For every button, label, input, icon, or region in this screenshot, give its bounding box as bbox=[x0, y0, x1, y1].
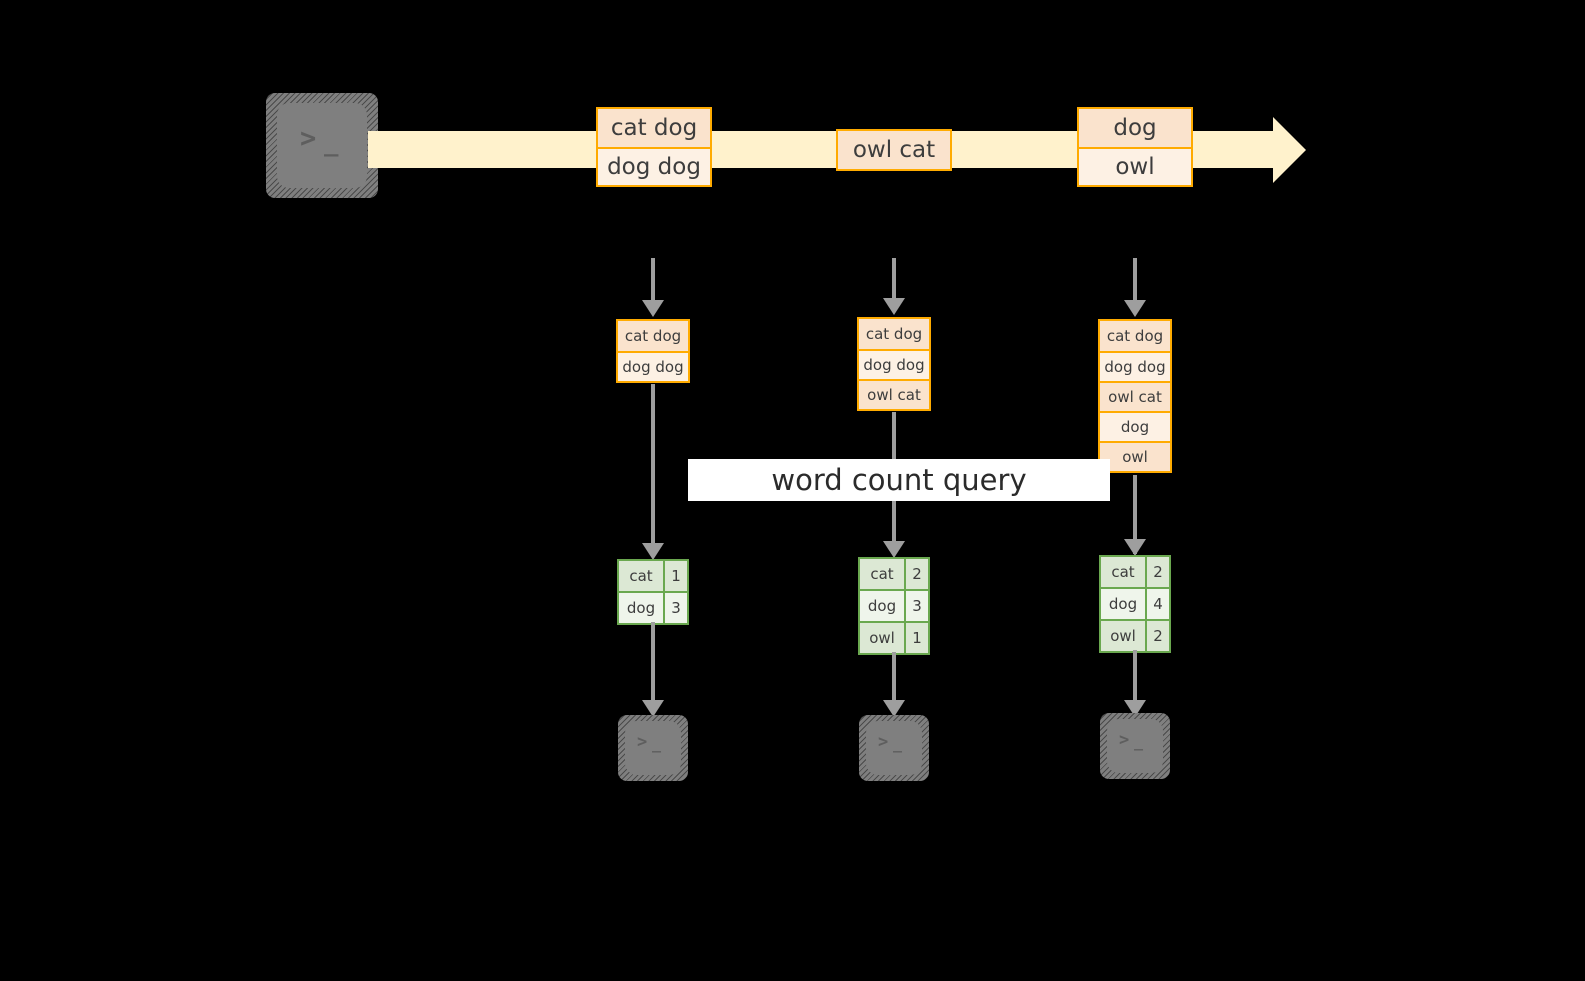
snapshot-to-result-arrowhead-1 bbox=[642, 543, 664, 560]
result-to-consumer-line-2 bbox=[892, 652, 896, 706]
terminal-face bbox=[625, 721, 681, 775]
result-count: 4 bbox=[1145, 589, 1169, 619]
snapshot-table-3[interactable]: cat dog dog dog owl cat dog owl bbox=[1098, 319, 1172, 473]
result-word: dog bbox=[860, 591, 904, 621]
consumer-terminal-icon-1: > _ bbox=[618, 715, 688, 781]
result-word: cat bbox=[860, 559, 904, 589]
table-row: owl 2 bbox=[1101, 619, 1169, 651]
snapshot-line: dog dog bbox=[859, 349, 929, 379]
result-count: 3 bbox=[663, 593, 687, 623]
result-count: 2 bbox=[904, 559, 928, 589]
terminal-cursor-glyph: _ bbox=[1134, 733, 1145, 751]
table-row: owl 1 bbox=[860, 621, 928, 653]
snapshot-line: cat dog bbox=[1100, 321, 1170, 351]
result-word: dog bbox=[1101, 589, 1145, 619]
result-word: cat bbox=[619, 561, 663, 591]
terminal-prompt-glyph: > bbox=[300, 123, 318, 154]
producer-terminal-icon: > _ bbox=[266, 93, 378, 198]
result-count: 2 bbox=[1145, 621, 1169, 651]
snapshot-line: cat dog bbox=[618, 321, 688, 351]
stream-to-snapshot-dashed-line-3 bbox=[1133, 258, 1137, 302]
consumer-terminal-icon-2: > _ bbox=[859, 715, 929, 781]
result-word: dog bbox=[619, 593, 663, 623]
result-count: 3 bbox=[904, 591, 928, 621]
message-line: cat dog bbox=[598, 109, 710, 147]
terminal-cursor-glyph: _ bbox=[652, 735, 663, 753]
terminal-face bbox=[1107, 719, 1163, 773]
snapshot-table-2[interactable]: cat dog dog dog owl cat bbox=[857, 317, 931, 411]
snapshot-to-result-arrowhead-3 bbox=[1124, 539, 1146, 556]
snapshot-line: owl cat bbox=[859, 379, 929, 409]
message-line: dog dog bbox=[598, 147, 710, 185]
result-to-consumer-arrowhead-3 bbox=[1124, 700, 1146, 717]
result-word: owl bbox=[1101, 621, 1145, 651]
result-count: 2 bbox=[1145, 557, 1169, 587]
terminal-cursor-glyph: _ bbox=[893, 735, 904, 753]
result-count: 1 bbox=[904, 623, 928, 653]
stream-to-snapshot-dashed-line-1 bbox=[651, 258, 655, 302]
result-count: 1 bbox=[663, 561, 687, 591]
stream-message-2[interactable]: owl cat bbox=[836, 129, 952, 171]
consumer-terminal-icon-3: > _ bbox=[1100, 713, 1170, 779]
message-line: dog bbox=[1079, 109, 1191, 147]
terminal-face bbox=[866, 721, 922, 775]
table-row: cat 2 bbox=[1101, 557, 1169, 587]
stream-to-snapshot-dashed-line-2 bbox=[892, 258, 896, 302]
query-banner: word count query bbox=[688, 459, 1110, 501]
result-word: cat bbox=[1101, 557, 1145, 587]
snapshot-line: dog dog bbox=[618, 351, 688, 381]
snapshot-table-1[interactable]: cat dog dog dog bbox=[616, 319, 690, 383]
stream-to-snapshot-arrowhead-1 bbox=[642, 300, 664, 317]
result-table-2[interactable]: cat 2 dog 3 owl 1 bbox=[858, 557, 930, 655]
result-table-3[interactable]: cat 2 dog 4 owl 2 bbox=[1099, 555, 1171, 653]
terminal-prompt-glyph: > bbox=[1119, 730, 1131, 750]
table-row: dog 3 bbox=[860, 589, 928, 621]
snapshot-line: owl bbox=[1100, 441, 1170, 471]
message-line: owl cat bbox=[838, 131, 950, 169]
terminal-prompt-glyph: > bbox=[878, 732, 890, 752]
snapshot-line: owl cat bbox=[1100, 381, 1170, 411]
snapshot-line: dog bbox=[1100, 411, 1170, 441]
table-row: cat 1 bbox=[619, 561, 687, 591]
result-table-1[interactable]: cat 1 dog 3 bbox=[617, 559, 689, 625]
result-to-consumer-line-3 bbox=[1133, 650, 1137, 706]
stream-message-3[interactable]: dog owl bbox=[1077, 107, 1193, 187]
terminal-prompt-glyph: > bbox=[637, 732, 649, 752]
snapshot-to-result-line-3 bbox=[1133, 475, 1137, 554]
stream-to-snapshot-arrowhead-3 bbox=[1124, 300, 1146, 317]
table-row: dog 4 bbox=[1101, 587, 1169, 619]
stream-to-snapshot-arrowhead-2 bbox=[883, 298, 905, 315]
result-word: owl bbox=[860, 623, 904, 653]
stream-message-1[interactable]: cat dog dog dog bbox=[596, 107, 712, 187]
terminal-cursor-glyph: _ bbox=[324, 129, 340, 157]
terminal-face bbox=[277, 103, 367, 188]
table-row: dog 3 bbox=[619, 591, 687, 623]
table-row: cat 2 bbox=[860, 559, 928, 589]
snapshot-line: dog dog bbox=[1100, 351, 1170, 381]
event-stream-arrowhead bbox=[1273, 117, 1306, 183]
result-to-consumer-line-1 bbox=[651, 622, 655, 706]
snapshot-line: cat dog bbox=[859, 319, 929, 349]
snapshot-to-result-line-1 bbox=[651, 384, 655, 556]
result-to-consumer-arrowhead-1 bbox=[642, 700, 664, 717]
result-to-consumer-arrowhead-2 bbox=[883, 700, 905, 717]
snapshot-to-result-arrowhead-2 bbox=[883, 541, 905, 558]
message-line: owl bbox=[1079, 147, 1191, 185]
